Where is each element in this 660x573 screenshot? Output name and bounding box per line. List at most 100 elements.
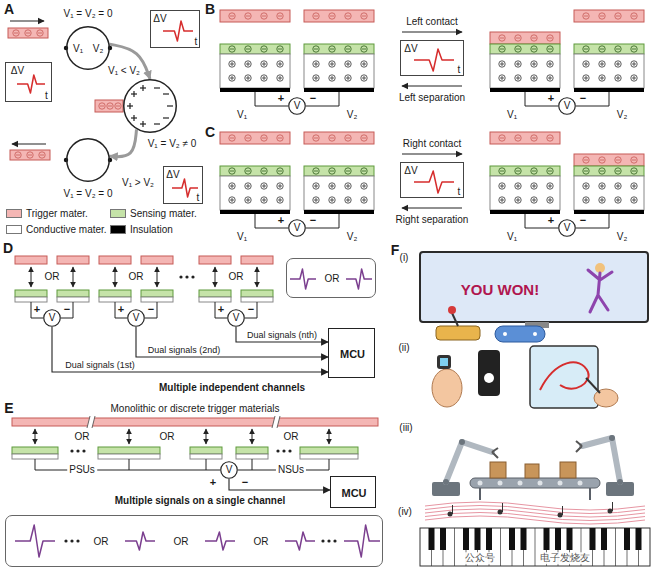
conductive-strip — [236, 454, 268, 459]
wire — [306, 214, 339, 228]
charge-sign — [332, 184, 333, 188]
annotation-label: + — [218, 303, 224, 316]
trigger-strip — [141, 256, 173, 264]
panel-letter: F — [391, 242, 400, 258]
wire — [206, 459, 207, 470]
annotation-label: + — [278, 92, 284, 105]
conductive-layer — [220, 176, 290, 210]
charge-symbol — [615, 13, 621, 19]
ellipsis-dot — [76, 539, 79, 542]
charge-symbol — [361, 135, 367, 141]
black-key — [590, 528, 596, 550]
charge-sign — [602, 76, 603, 80]
charge-sign — [316, 62, 317, 66]
double-arrow — [329, 429, 330, 444]
conductive-strip — [98, 454, 160, 459]
charge-symbol — [277, 135, 283, 141]
charge-sign — [618, 184, 619, 188]
panel-letter: C — [205, 124, 215, 140]
double-arrow — [215, 267, 216, 287]
charge-sign — [600, 49, 604, 50]
charge-symbol — [345, 75, 351, 81]
signal-box: ΔVt — [400, 40, 464, 76]
charge-sign — [502, 198, 503, 202]
charge-symbol — [277, 75, 283, 81]
charge-sign — [280, 184, 281, 188]
charge-symbol — [261, 13, 267, 19]
annotation-label: NSUs — [276, 464, 306, 476]
charge-symbol — [515, 35, 521, 41]
charge-symbol — [631, 168, 637, 174]
black-key — [486, 528, 492, 550]
node-text: V — [133, 312, 140, 324]
charge-sign — [364, 76, 365, 80]
ellipsis-dot — [64, 539, 67, 542]
ellipsis-dot — [70, 449, 73, 452]
charge-symbol — [547, 46, 553, 52]
charge-symbol — [615, 183, 621, 189]
charge-symbol — [261, 75, 267, 81]
charge-symbol — [261, 168, 267, 174]
charge-symbol — [345, 135, 351, 141]
charge-mark — [154, 87, 160, 88]
charge-sign — [330, 138, 334, 139]
tablet — [530, 346, 598, 408]
charge-symbol — [583, 75, 589, 81]
insulation-layer — [490, 210, 560, 214]
gamepad — [495, 326, 545, 342]
legend-item: Insulation — [110, 224, 173, 235]
contact-arrow — [402, 153, 462, 154]
annotation-label: OR — [75, 431, 90, 443]
charge-symbol — [361, 168, 367, 174]
charge-sign — [586, 198, 587, 202]
charge-sign — [618, 198, 619, 202]
charge-symbol — [531, 46, 537, 52]
charge-sign — [362, 171, 366, 172]
charge-sign — [248, 62, 249, 66]
node-text: V₁ — [73, 43, 83, 55]
annotation-label: V₂ — [617, 231, 628, 243]
charge-sign — [518, 76, 519, 80]
charge-sign — [502, 76, 503, 80]
charge-symbol — [245, 135, 251, 141]
charge-symbol — [583, 13, 589, 19]
charge-sign — [28, 155, 32, 156]
charge-sign — [346, 49, 350, 50]
charge-sign — [584, 160, 588, 161]
charge-sign — [38, 33, 42, 34]
waveform — [414, 171, 454, 193]
node-text: V — [564, 100, 571, 112]
charge-sign — [500, 38, 504, 39]
charge-symbol — [27, 152, 33, 158]
charge-symbol — [515, 75, 521, 81]
charge-sign — [346, 171, 350, 172]
conductive-layer — [574, 54, 644, 88]
charge-symbol — [531, 183, 537, 189]
charge-symbol — [313, 197, 319, 203]
charge-symbol — [313, 168, 319, 174]
charge-symbol — [531, 35, 537, 41]
dancer-body — [588, 270, 612, 312]
conductive-layer — [304, 54, 374, 88]
charge-sign — [516, 49, 520, 50]
panel-letter: A — [4, 1, 14, 17]
charge-symbol — [615, 46, 621, 52]
legend-text: Insulation — [130, 224, 173, 235]
sensing-strip — [99, 290, 131, 297]
charge-sign — [532, 38, 536, 39]
charge-symbol — [599, 75, 605, 81]
charge-symbol — [329, 61, 335, 67]
charge-sign — [584, 171, 588, 172]
charge-symbol — [277, 61, 283, 67]
annotation-label: V₂ — [617, 109, 628, 121]
black-key — [440, 528, 446, 550]
trigger-strip — [241, 256, 273, 264]
charge-symbol — [313, 61, 319, 67]
conveyor-leg — [589, 488, 591, 500]
key-line — [454, 528, 455, 566]
legend-text: Conductive mater. — [26, 224, 107, 235]
key-line — [535, 528, 536, 566]
charge-sign — [532, 138, 536, 139]
annotation-label: V₁ — [507, 109, 517, 121]
charge-sign — [314, 16, 318, 17]
